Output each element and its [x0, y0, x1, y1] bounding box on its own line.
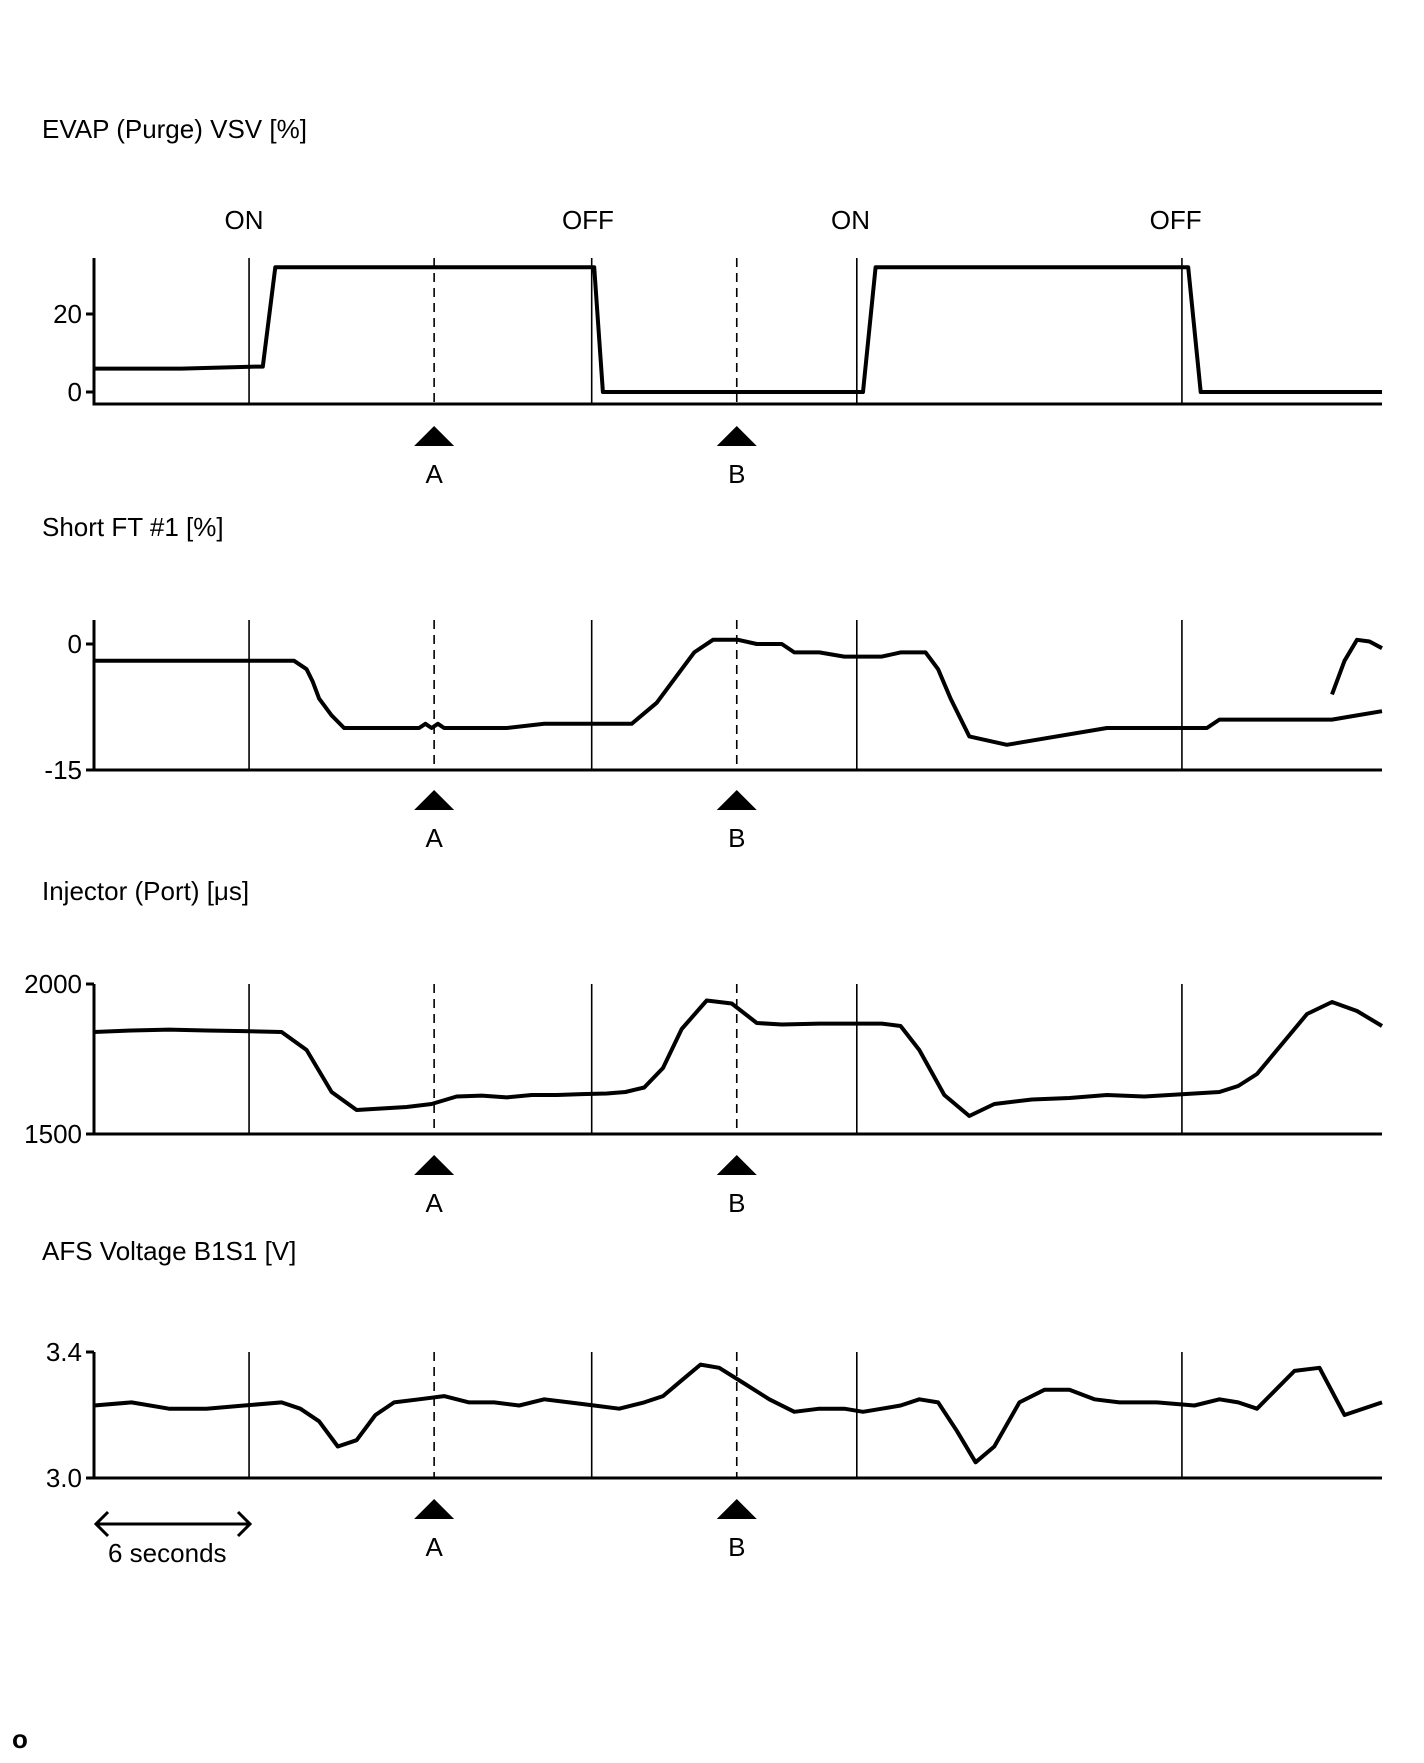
y-tick-label: -15	[44, 755, 82, 785]
time-scale-arrow	[93, 1510, 253, 1538]
axis-frame	[92, 258, 1382, 406]
marker-triangle-b	[716, 1499, 757, 1519]
marker-triangle-b	[716, 1155, 757, 1175]
time-scale-label: 6 seconds	[108, 1538, 227, 1568]
panel-title: EVAP (Purge) VSV [%]	[42, 114, 307, 144]
time-scale-indicator: 6 seconds	[93, 1510, 253, 1568]
marker-label-a: A	[425, 1188, 443, 1218]
series-line-1	[93, 1362, 1383, 1465]
series-line-1	[94, 637, 1383, 747]
state-label: ON	[831, 205, 870, 235]
y-tick-label: 3.4	[46, 1337, 82, 1367]
y-tick-label: 0	[68, 377, 82, 407]
panel-title: AFS Voltage B1S1 [V]	[42, 1236, 296, 1266]
marker-label-b: B	[728, 1532, 745, 1562]
axis-frame	[92, 1352, 1382, 1480]
chart-panel-1: EVAP (Purge) VSV [%] A B ON OFF ON OFF 20 0	[42, 114, 1382, 489]
y-tick-label: 0	[68, 629, 82, 659]
footer-text: o	[12, 1724, 28, 1754]
series-line-1	[94, 265, 1382, 394]
marker-label-b: B	[728, 823, 745, 853]
series-line-2	[1330, 637, 1383, 696]
marker-label-b: B	[728, 1188, 745, 1218]
chart-panel-4: AFS Voltage B1S1 [V] A B 3.4 3.0	[42, 1236, 1383, 1562]
marker-label-b: B	[728, 459, 745, 489]
y-tick-label: 20	[53, 299, 82, 329]
state-label: OFF	[1150, 205, 1202, 235]
series-line-1	[93, 998, 1384, 1118]
panel-title: Injector (Port) [μs]	[42, 876, 249, 906]
y-tick-label: 2000	[24, 969, 82, 999]
chart-panel-2: Short FT #1 [%] A B 0 -15	[42, 512, 1383, 853]
panel-title: Short FT #1 [%]	[42, 512, 224, 542]
y-tick-label: 3.0	[46, 1463, 82, 1493]
axis-frame	[92, 620, 1382, 772]
marker-label-a: A	[425, 823, 443, 853]
marker-triangle-a	[414, 790, 455, 810]
marker-triangle-b	[716, 426, 757, 446]
marker-label-a: A	[425, 1532, 443, 1562]
marker-triangle-a	[414, 1499, 455, 1519]
marker-triangle-a	[414, 1155, 455, 1175]
marker-label-a: A	[425, 459, 443, 489]
chart-panel-3: Injector (Port) [μs] A B 2000 1500	[24, 876, 1384, 1218]
marker-triangle-a	[414, 426, 455, 446]
state-label: ON	[225, 205, 264, 235]
state-label: OFF	[562, 205, 614, 235]
y-tick-label: 1500	[24, 1119, 82, 1149]
marker-triangle-b	[716, 790, 757, 810]
